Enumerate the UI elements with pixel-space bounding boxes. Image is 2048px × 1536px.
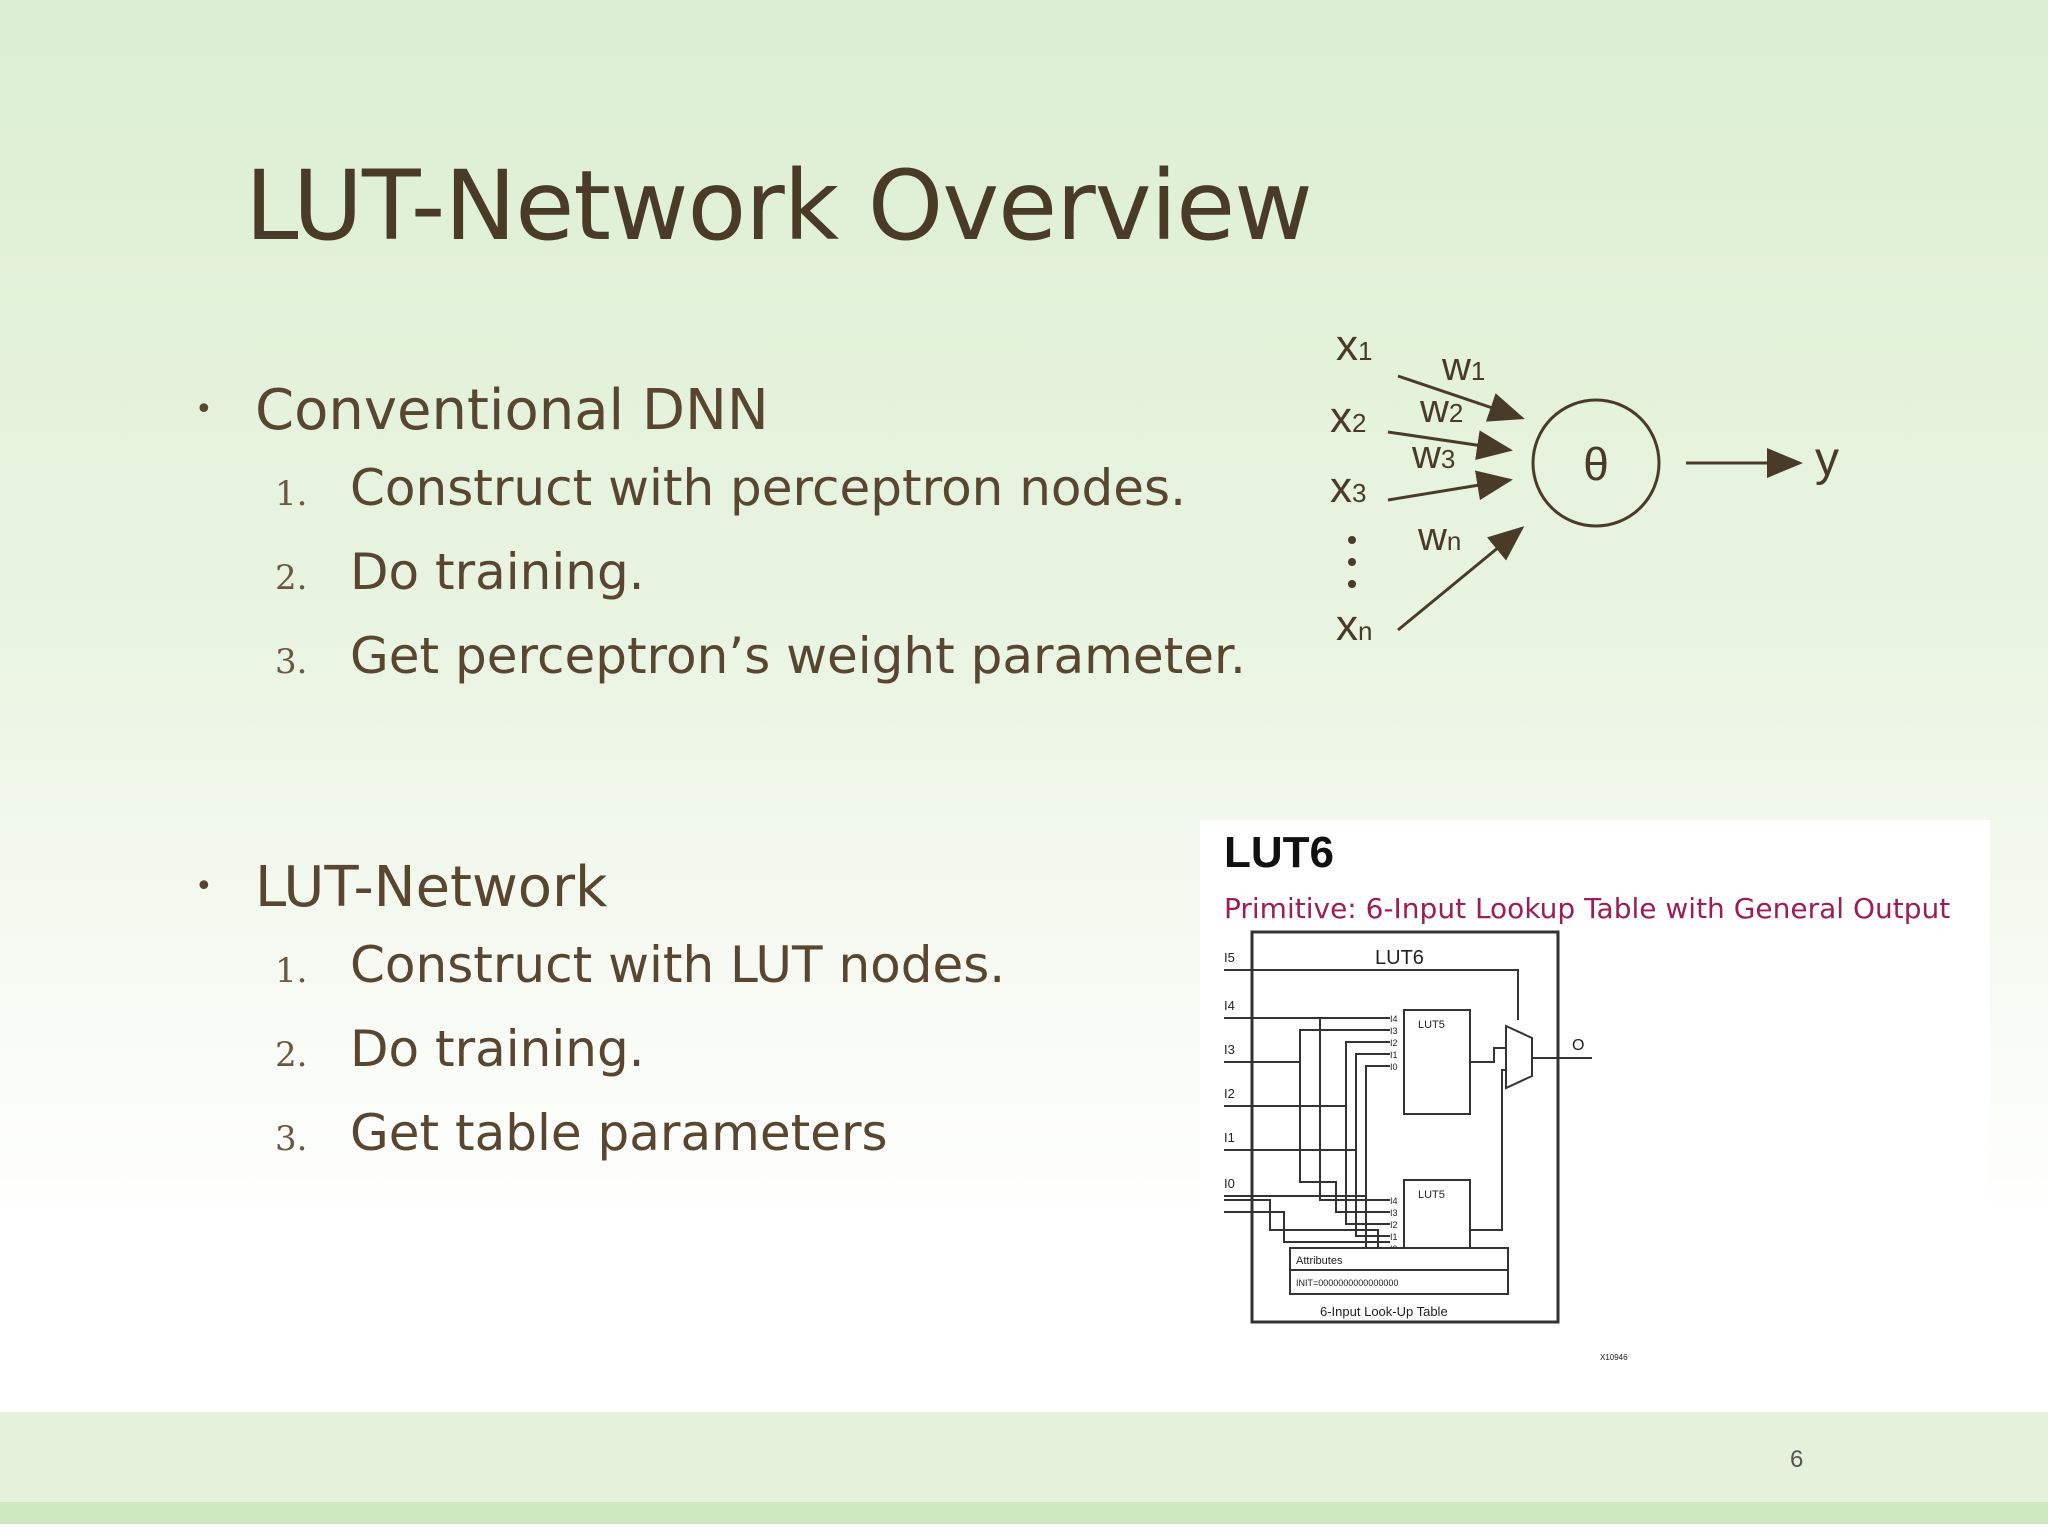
step-item: 3. Get perceptron’s weight parameter. — [195, 627, 1246, 711]
output-label: y — [1815, 433, 1839, 486]
step-text: Get table parameters — [350, 1104, 888, 1162]
sub-lut-pin: I4 — [1390, 1014, 1398, 1024]
lut5-upper — [1403, 1009, 1471, 1115]
weight-label-w2: w2 — [1419, 387, 1463, 431]
lut5-label: LUT5 — [1418, 1189, 1445, 1201]
wire — [1224, 1029, 1390, 1063]
slide-title: LUT-Network Overview — [245, 150, 1313, 262]
step-text: Construct with perceptron nodes. — [350, 459, 1186, 517]
figure-id: X10946 — [1600, 1353, 1628, 1362]
step-item: 3. Get table parameters — [195, 1104, 1005, 1188]
input-label-xn: xn — [1336, 601, 1372, 650]
attributes-label: Attributes — [1296, 1255, 1343, 1267]
section-heading: LUT-Network — [255, 855, 608, 920]
step-number: 3. — [275, 1119, 308, 1159]
wire — [1224, 1211, 1390, 1243]
wire — [1224, 1065, 1390, 1197]
perceptron-diagram: x1 x2 x3 xn w1 w2 w3 wn θ y — [1330, 321, 1839, 650]
input-label-x2: x2 — [1330, 393, 1366, 442]
step-text: Do training. — [350, 1020, 645, 1078]
edge-arrow — [1397, 526, 1525, 632]
output-mux — [1505, 1024, 1533, 1090]
step-item: 2. Do training. — [195, 543, 1246, 627]
lut6-subtitle: Primitive: 6-Input Lookup Table with Gen… — [1224, 892, 1951, 925]
output-pin-label: O — [1572, 1037, 1584, 1054]
perceptron-node — [1531, 398, 1661, 528]
lut5-label: LUT5 — [1418, 1019, 1445, 1031]
lut6-schematic: LUT6 I5 I4 I3 I2 I1 I0 — [1224, 930, 1628, 1362]
step-number: 2. — [275, 558, 308, 598]
step-number: 2. — [275, 1035, 308, 1075]
bullet-item: • Conventional DNN — [195, 378, 1246, 443]
init-value: INIT=0000000000000000 — [1296, 1278, 1398, 1288]
lut6-block-label: LUT6 — [1375, 947, 1424, 969]
step-number: 1. — [275, 951, 308, 991]
sub-lut-pin: I1 — [1390, 1232, 1398, 1242]
footer-band — [0, 1412, 2048, 1502]
wire — [1470, 1047, 1506, 1063]
weight-label-w1: w1 — [1441, 345, 1485, 389]
wire — [1224, 969, 1519, 1020]
input-pin-label: I3 — [1224, 1042, 1235, 1057]
wire — [1224, 1041, 1390, 1107]
lut6-heading: LUT6 — [1224, 828, 1334, 877]
edge-arrow — [1397, 374, 1525, 422]
sub-lut-pin: I3 — [1390, 1208, 1398, 1218]
block-caption: 6-Input Look-Up Table — [1320, 1304, 1448, 1319]
ellipsis-dot — [1348, 558, 1356, 566]
edge-arrow — [1387, 430, 1513, 461]
section-conventional-dnn: • Conventional DNN 1. Construct with per… — [195, 378, 1246, 711]
section-heading: Conventional DNN — [255, 378, 769, 443]
bullet-icon: • — [195, 392, 213, 427]
input-pin-label: I1 — [1224, 1130, 1235, 1145]
step-list: 1. Construct with perceptron nodes. 2. D… — [195, 459, 1246, 711]
step-number: 1. — [275, 474, 308, 514]
edge-arrow — [1387, 470, 1513, 502]
input-label-x1: x1 — [1336, 321, 1372, 370]
node-label: θ — [1583, 438, 1609, 490]
step-list: 1. Construct with LUT nodes. 2. Do train… — [195, 936, 1005, 1188]
step-text: Get perceptron’s weight parameter. — [350, 627, 1246, 685]
bullet-icon: • — [195, 869, 213, 904]
footer-strip — [0, 1502, 2048, 1524]
ellipsis-dot — [1348, 580, 1356, 588]
sub-lut-pin: I2 — [1390, 1038, 1398, 1048]
input-pin-label: I4 — [1224, 998, 1235, 1013]
sub-lut-pin: I1 — [1390, 1050, 1398, 1060]
input-pin-label: I5 — [1224, 950, 1235, 965]
step-item: 2. Do training. — [195, 1020, 1005, 1104]
wire — [1299, 1062, 1390, 1213]
ellipsis-dot — [1348, 536, 1356, 544]
step-number: 3. — [275, 642, 308, 682]
wire — [1224, 1053, 1390, 1151]
section-lut-network: • LUT-Network 1. Construct with LUT node… — [195, 855, 1005, 1188]
step-text: Construct with LUT nodes. — [350, 936, 1006, 994]
input-pin-label: I2 — [1224, 1086, 1235, 1101]
bullet-item: • LUT-Network — [195, 855, 1005, 920]
lut6-panel: LUT6 Primitive: 6-Input Lookup Table wit… — [1200, 820, 1990, 1380]
step-item: 1. Construct with LUT nodes. — [195, 936, 1005, 1020]
input-label-x3: x3 — [1330, 463, 1366, 512]
weight-label-wn: wn — [1417, 515, 1461, 559]
sub-lut-pin: I0 — [1390, 1062, 1398, 1072]
input-pin-label: I0 — [1224, 1176, 1235, 1191]
page-number: 6 — [1790, 1446, 1804, 1473]
sub-lut-pin: I3 — [1390, 1026, 1398, 1036]
sub-lut-pin: I4 — [1390, 1196, 1398, 1206]
wire — [1345, 1106, 1390, 1225]
step-text: Do training. — [350, 543, 645, 601]
wire — [1470, 1069, 1506, 1231]
step-item: 1. Construct with perceptron nodes. — [195, 459, 1246, 543]
sub-lut-pin: I2 — [1390, 1220, 1398, 1230]
